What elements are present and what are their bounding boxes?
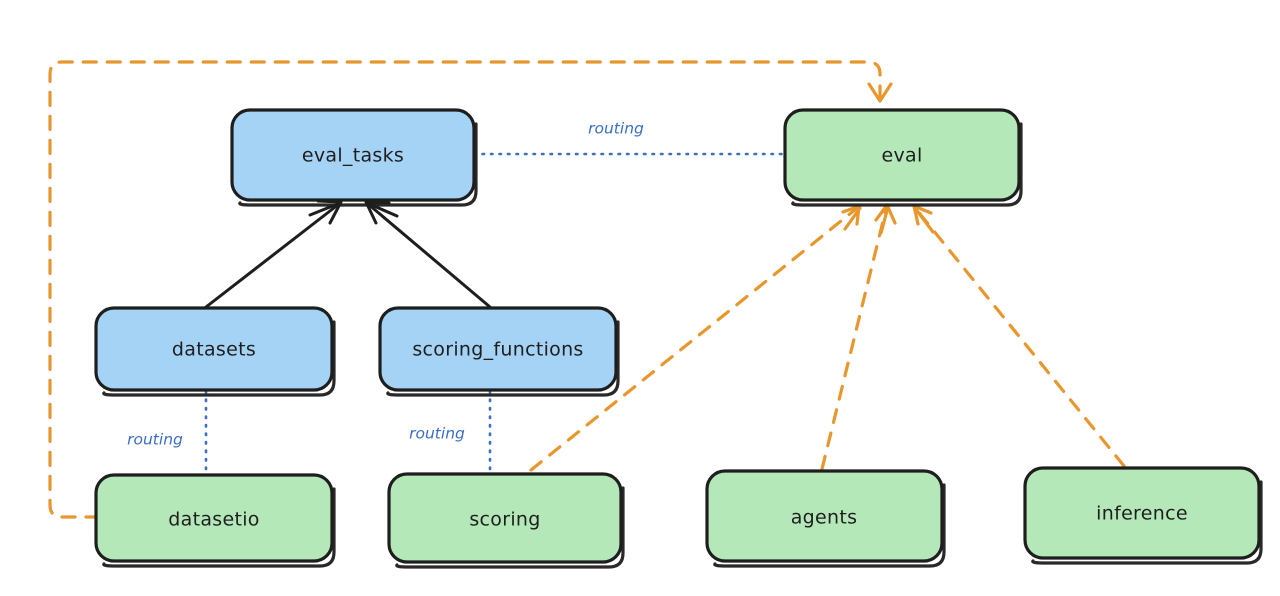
node-label-scoring: scoring bbox=[469, 509, 540, 531]
edge-datasets-to-eval-tasks bbox=[204, 199, 343, 309]
node-label-eval-tasks: eval_tasks bbox=[302, 145, 404, 167]
node-datasets[interactable]: datasets bbox=[94, 306, 336, 397]
edge-label-routing-datasets: routing bbox=[127, 431, 183, 449]
edge-scoring-functions-to-eval-tasks bbox=[364, 200, 492, 309]
node-label-inference: inference bbox=[1096, 503, 1188, 525]
node-label-datasetio: datasetio bbox=[168, 509, 259, 531]
node-label-scoring-functions: scoring_functions bbox=[412, 339, 583, 361]
node-label-eval: eval bbox=[881, 145, 922, 167]
node-inference[interactable]: inference bbox=[1023, 466, 1263, 565]
node-datasetio[interactable]: datasetio bbox=[94, 473, 336, 568]
edge-datasetio-to-eval bbox=[48, 60, 893, 519]
node-scoring-functions[interactable]: scoring_functions bbox=[378, 306, 620, 397]
node-agents[interactable]: agents bbox=[705, 469, 946, 568]
node-eval-tasks[interactable]: eval_tasks bbox=[230, 108, 478, 207]
node-label-agents: agents bbox=[791, 507, 858, 529]
node-eval[interactable]: eval bbox=[783, 108, 1023, 207]
node-scoring[interactable]: scoring bbox=[387, 472, 625, 569]
edge-agents-to-eval bbox=[820, 203, 897, 471]
edge-label-routing-scoring-functions: routing bbox=[409, 425, 465, 443]
edge-label-routing-eval-tasks: routing bbox=[588, 120, 644, 138]
edge-inference-to-eval bbox=[912, 204, 1126, 468]
node-label-datasets: datasets bbox=[172, 339, 256, 361]
